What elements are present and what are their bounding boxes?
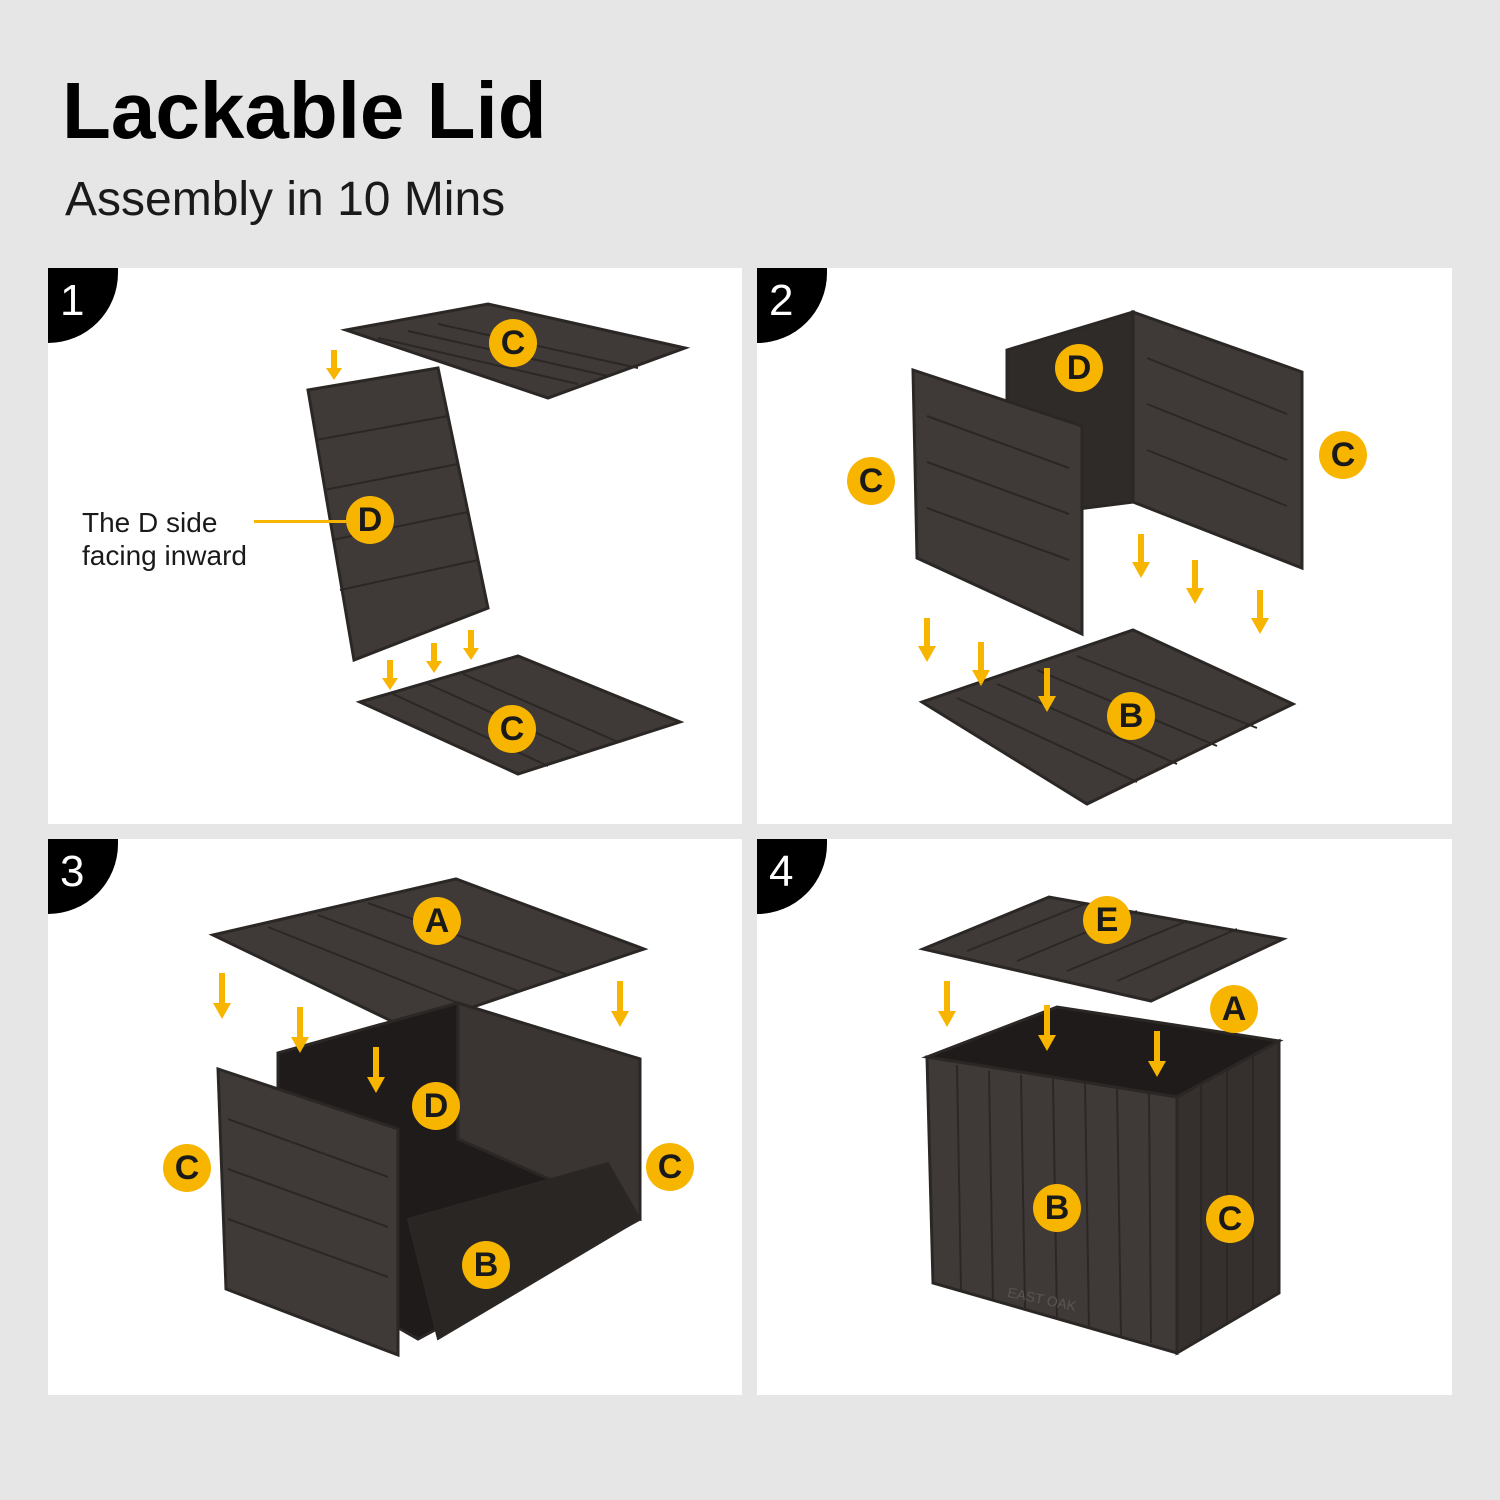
down-arrow-icon (1251, 590, 1269, 634)
part-label-d: D (1055, 344, 1103, 392)
part-label-c: C (1206, 1195, 1254, 1243)
down-arrow-icon (918, 618, 936, 662)
down-arrow-icon (938, 981, 956, 1027)
part-label-b: B (462, 1241, 510, 1289)
part-label-e: E (1083, 896, 1131, 944)
part-label-b: B (1033, 1184, 1081, 1232)
down-arrow-icon (213, 973, 231, 1019)
panel-c-right (1131, 309, 1304, 571)
step-number: 3 (60, 847, 85, 896)
callout-line-1: The D side (82, 507, 218, 538)
step-4-illustration (918, 895, 1288, 1356)
step-panel-2: 2 D C C B (757, 268, 1452, 824)
step-number: 4 (769, 847, 794, 896)
part-label-c-left: C (163, 1144, 211, 1192)
callout-line-2: facing inward (82, 540, 247, 571)
panel-c-left (216, 1066, 400, 1358)
down-arrow-icon (382, 660, 398, 690)
step-panel-3: 3 A D C C B (48, 839, 742, 1395)
part-label-d: D (412, 1082, 460, 1130)
page-title: Lackable Lid (62, 66, 547, 155)
step-2-illustration (911, 309, 1304, 806)
page-subtitle: Assembly in 10 Mins (65, 173, 506, 226)
part-label-a: A (1210, 985, 1258, 1033)
panel-c-left (911, 367, 1084, 637)
step-number: 2 (769, 276, 794, 325)
step-3-illustration (208, 877, 649, 1358)
part-label-b: B (1107, 692, 1155, 740)
part-label-c-right: C (1319, 431, 1367, 479)
callout-note: The D side facing inward (82, 506, 282, 572)
down-arrow-icon (1132, 534, 1150, 578)
down-arrow-icon (463, 630, 479, 660)
part-label-c-left: C (847, 457, 895, 505)
part-label-d: D (346, 496, 394, 544)
step-panel-1: 1 C D C The D side facing inward (48, 268, 742, 824)
down-arrow-icon (326, 350, 342, 380)
down-arrow-icon (426, 643, 442, 673)
part-label-c-top: C (489, 319, 537, 367)
callout-leader-line (254, 520, 346, 523)
step-number: 1 (60, 276, 85, 325)
down-arrow-icon (611, 981, 629, 1027)
panel-e-lid (918, 895, 1288, 1003)
step-panel-4: 4 E A B C EAST OAK (757, 839, 1452, 1395)
panel-b-floor (406, 1161, 642, 1341)
part-label-c-right: C (646, 1143, 694, 1191)
part-label-c-bottom: C (488, 705, 536, 753)
down-arrow-icon (1186, 560, 1204, 604)
part-label-a: A (413, 897, 461, 945)
